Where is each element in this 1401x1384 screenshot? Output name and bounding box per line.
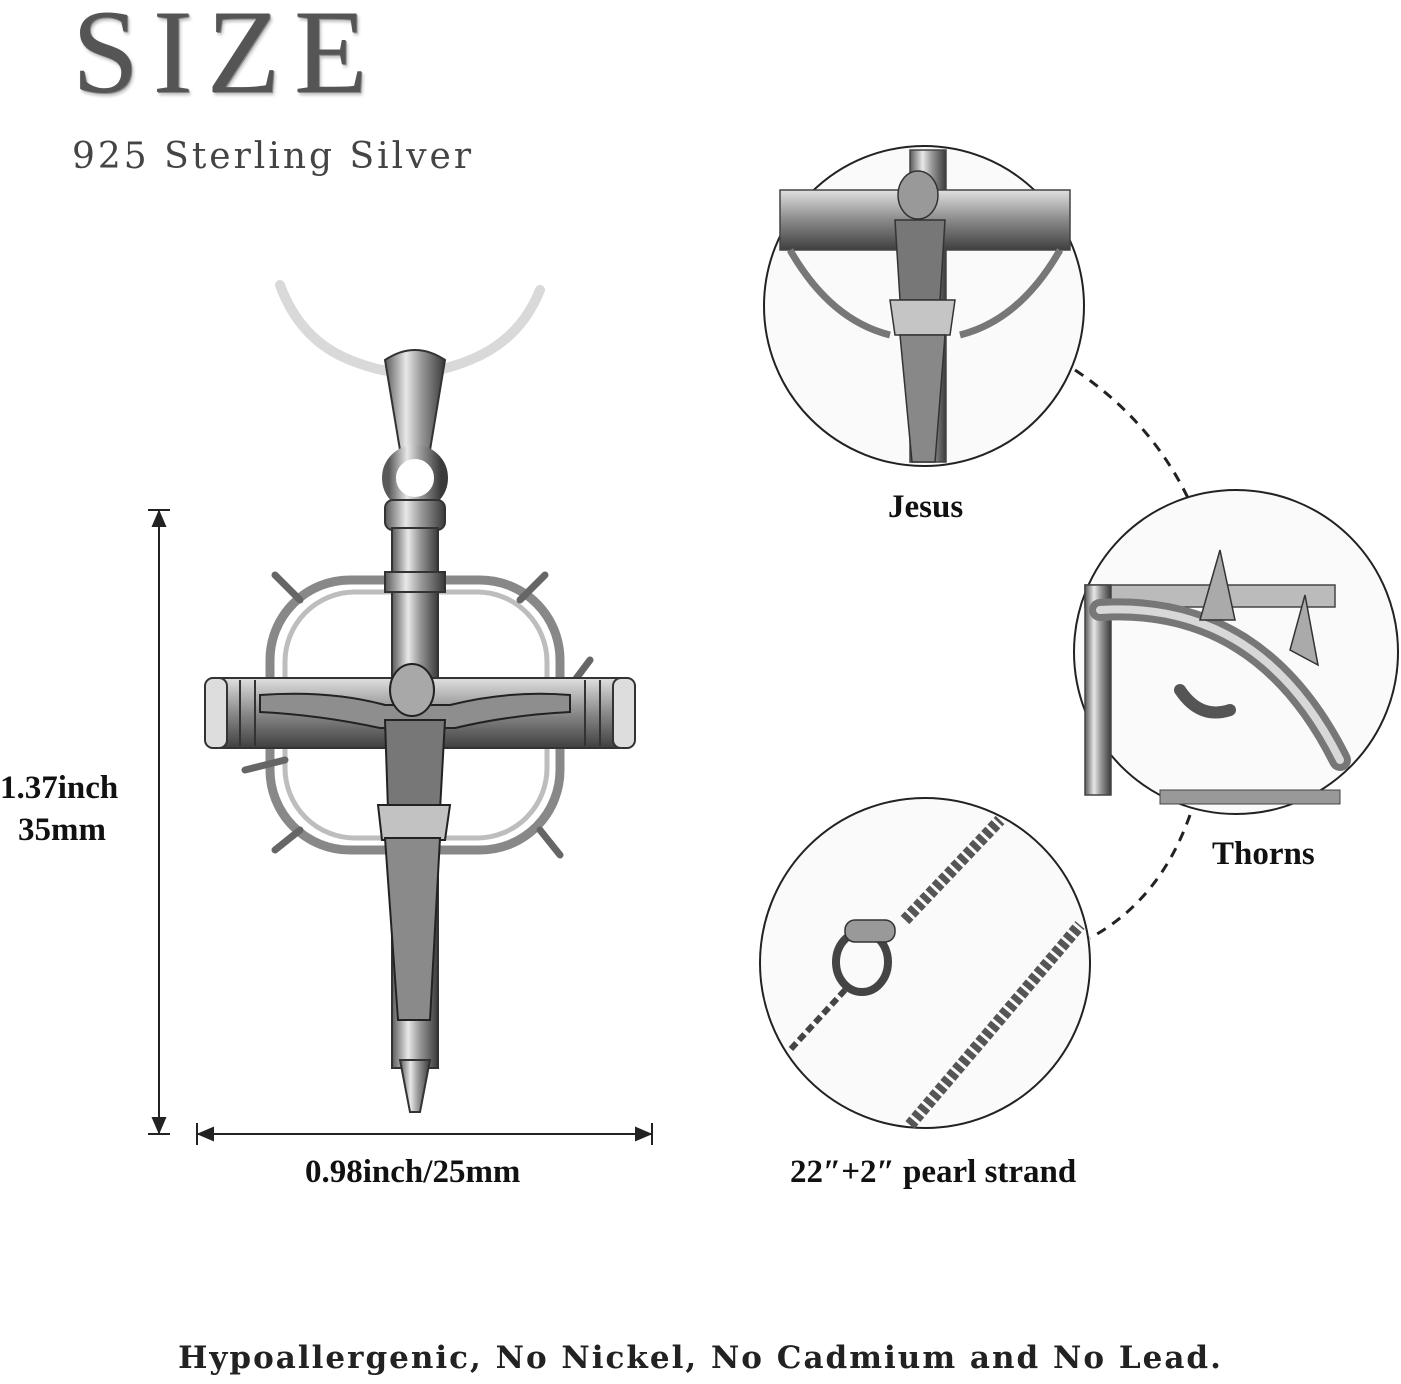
width-label: 0.98inch/25mm <box>305 1154 521 1190</box>
height-inch-label: 1.37inch <box>0 770 119 806</box>
material-subtitle: 925 Sterling Silver <box>72 136 475 177</box>
footer-text: Hypoallergenic, No Nickel, No Cadmium an… <box>178 1340 1223 1376</box>
height-dimension-line <box>148 509 170 1135</box>
page-title: SIZE <box>72 0 382 118</box>
chain-label: 22″+2″ pearl strand <box>790 1154 1077 1190</box>
connector-lines <box>1074 368 1192 940</box>
jesus-label: Jesus <box>888 489 964 525</box>
height-mm-label: 35mm <box>18 812 106 848</box>
jesus-detail-circle <box>763 145 1085 467</box>
thorns-detail-circle <box>1073 489 1399 815</box>
chain-detail-circle <box>759 797 1091 1129</box>
crucifix-figure-graphic <box>259 663 571 1021</box>
bail-graphic <box>382 349 448 511</box>
width-dimension-line <box>196 1123 653 1145</box>
thorns-label: Thorns <box>1212 836 1315 872</box>
